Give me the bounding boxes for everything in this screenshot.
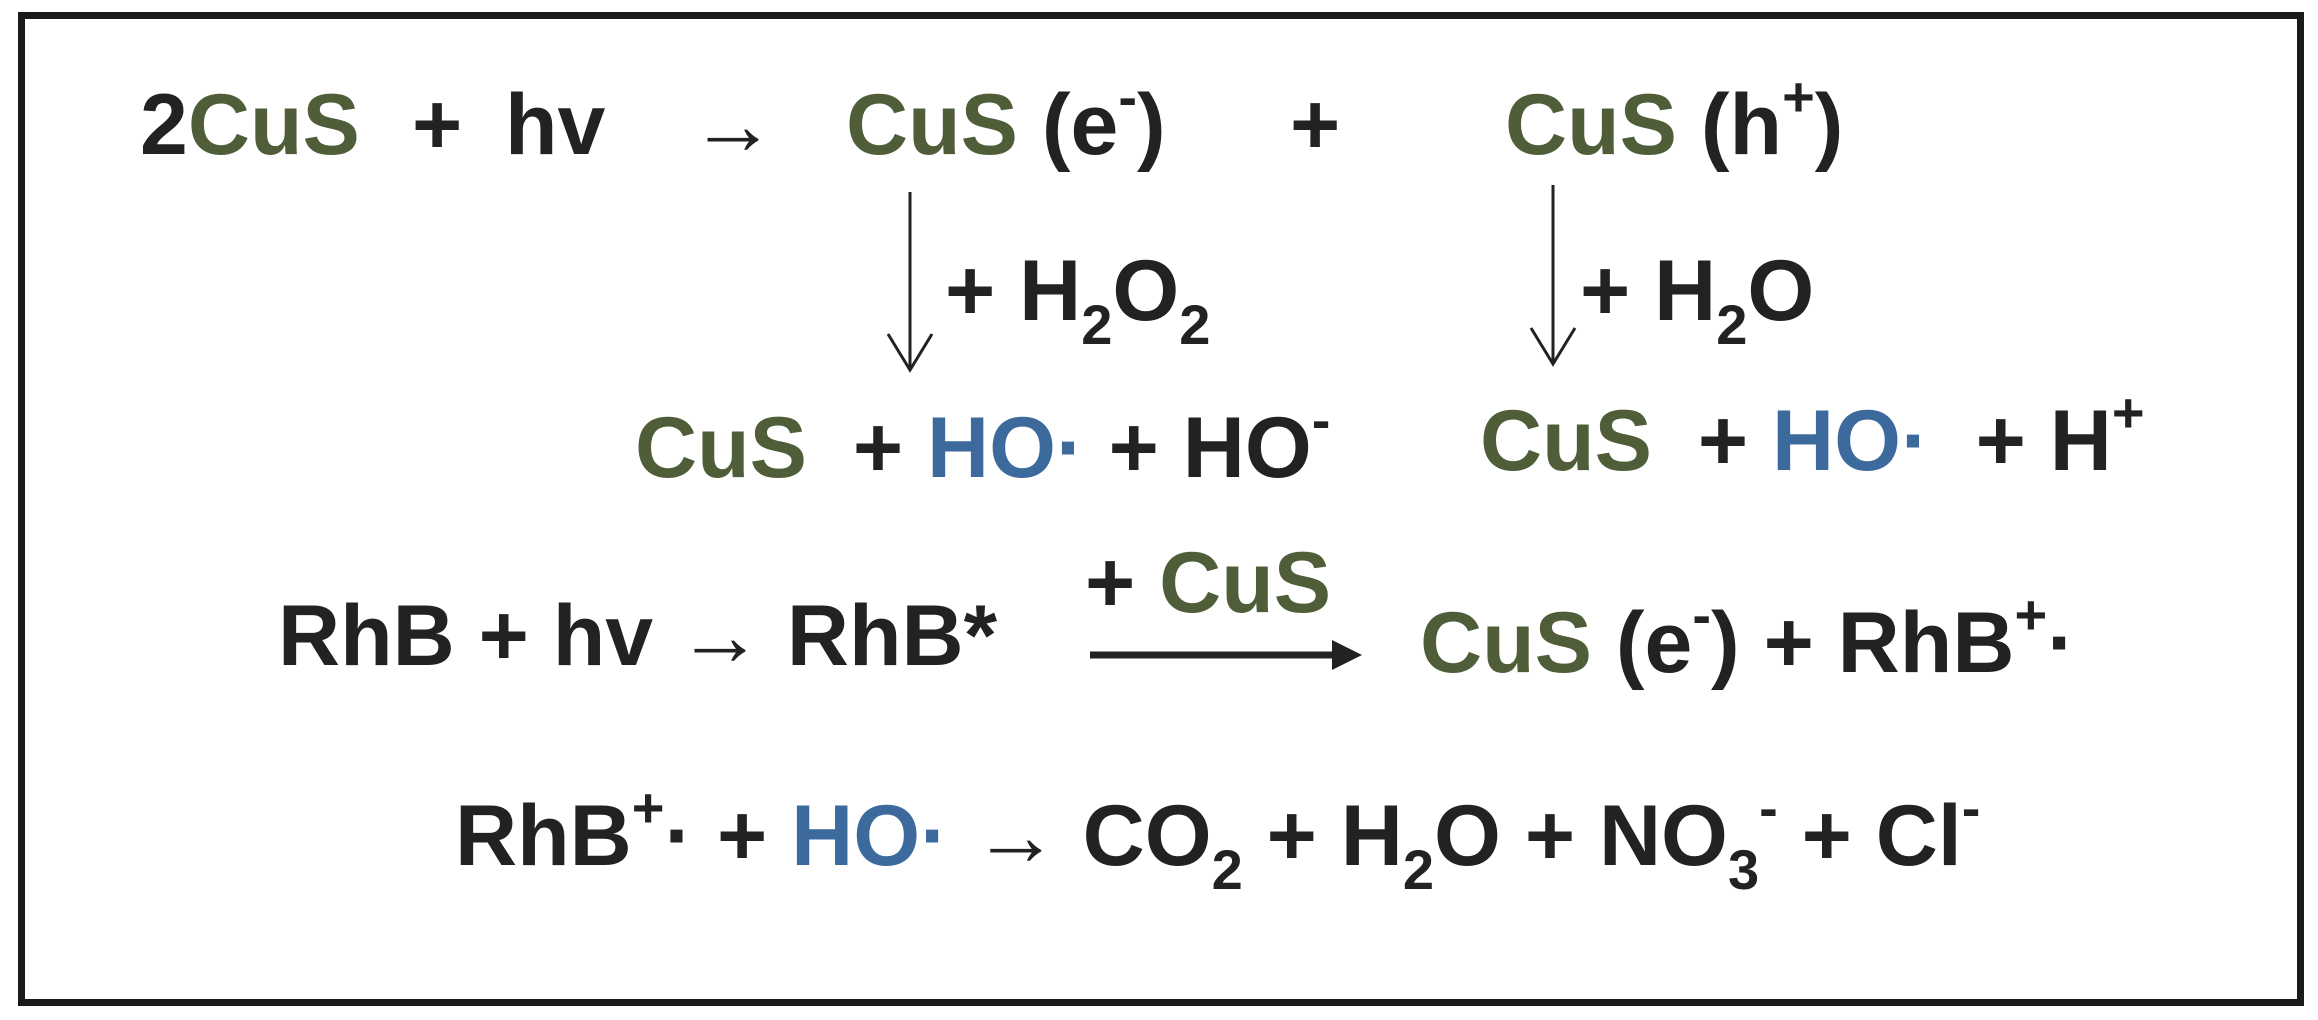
right-branch-products: CuS + HO· + H+: [1480, 384, 2145, 484]
plus-sign: +: [717, 788, 768, 884]
chloride-label: + Cl: [1801, 788, 1962, 884]
cus-reactant: CuS: [187, 77, 360, 173]
radical-dot: ·: [664, 788, 694, 884]
cus-label: CuS: [846, 77, 1018, 173]
subscript: 2: [1211, 837, 1243, 901]
hole-charge: +: [1782, 64, 1815, 128]
coefficient: 2: [140, 77, 188, 173]
chloride-charge: -: [1961, 775, 1981, 839]
plus-sign: +: [1697, 393, 1749, 489]
photon-hv: hv: [505, 77, 606, 173]
hydroxide-label: + HO: [1108, 400, 1312, 496]
hole-label: (h: [1700, 77, 1783, 173]
nitrate-label: O + NO: [1434, 788, 1728, 884]
plus-sign-2: +: [1290, 77, 1341, 173]
subscript: 2: [1402, 837, 1435, 901]
plus-sign: +: [852, 400, 904, 496]
left-branch-products: CuS + HO· + HO-: [635, 391, 1330, 491]
proton-charge: +: [2111, 380, 2145, 444]
co2-label: → CO: [972, 788, 1212, 884]
hydroxyl-radical: HO·: [1772, 393, 1930, 489]
reagent-h2o: + H2O: [1580, 248, 1814, 352]
paren-close: ): [1137, 77, 1166, 173]
cus-electron: CuS (e-): [846, 68, 1166, 168]
down-arrow-left: [886, 192, 934, 373]
water-label: + H: [1266, 788, 1403, 884]
cus-label: CuS: [1420, 595, 1592, 691]
proton-label: + H: [1975, 393, 2112, 489]
subscript: 2: [1716, 292, 1748, 356]
cus-label: CuS: [1505, 77, 1677, 173]
diagram-frame: [18, 12, 2304, 1006]
hydroxide-charge: -: [1311, 387, 1331, 451]
cus-label: CuS: [1480, 393, 1652, 489]
rhb-excitation: RhB + hv → RhB*: [278, 588, 998, 684]
rhb-label: RhB: [455, 788, 632, 884]
reagent-text: + H: [1580, 243, 1717, 339]
reagent-text: O: [1112, 243, 1180, 339]
hydroxyl-radical: HO·: [927, 400, 1085, 496]
hydroxyl-radical: HO·: [791, 788, 949, 884]
electron-charge: -: [1692, 582, 1712, 646]
reagent-h2o2: + H2O2: [945, 248, 1210, 352]
paren-close: ): [1814, 77, 1844, 173]
cus-label: CuS: [1159, 535, 1332, 631]
electron-charge: -: [1118, 64, 1138, 128]
rhb-charge: +: [631, 775, 665, 839]
electron-label: (e: [1041, 77, 1119, 173]
reaction-arrow: →: [690, 77, 776, 173]
rhb-charge: +: [2014, 582, 2048, 646]
reagent-text: O: [1747, 243, 1815, 339]
subscript: 2: [1179, 292, 1211, 356]
subscript: 2: [1081, 292, 1113, 356]
radical-dot: ·: [2047, 595, 2076, 691]
electron-transfer-products: CuS (e-) + RhB+·: [1420, 586, 2076, 686]
catalyst-arrow: [1090, 640, 1362, 670]
reagent-text: + H: [945, 243, 1082, 339]
nitrate-charge: -: [1759, 775, 1778, 839]
cus-label: CuS: [635, 400, 807, 496]
degradation-equation: RhB+· + HO· → CO2 + H2O + NO3- + Cl-: [455, 779, 1980, 897]
down-arrow-right: [1529, 185, 1577, 367]
cus-hole: CuS (h+): [1505, 68, 1843, 168]
rhb-label: ) + RhB: [1711, 595, 2015, 691]
plus-sign: +: [1085, 535, 1136, 631]
subscript: 3: [1727, 837, 1760, 901]
equation-photoexcitation: 2CuS: [140, 82, 360, 168]
electron-label: (e: [1615, 595, 1693, 691]
plus-sign: +: [412, 77, 463, 173]
catalyst-label: + CuS: [1085, 540, 1331, 626]
